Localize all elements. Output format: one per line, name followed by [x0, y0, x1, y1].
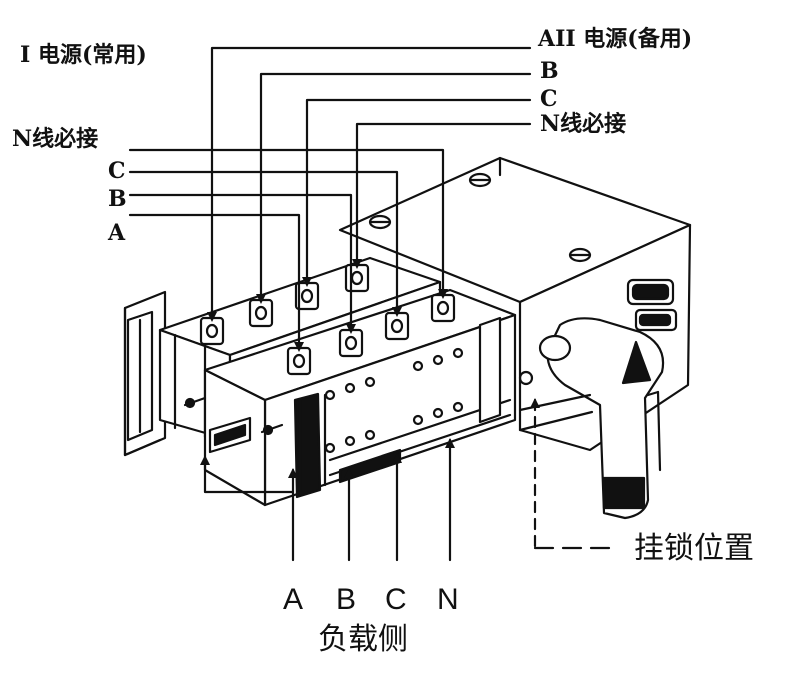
label-source1: I 电源(常用) — [20, 42, 147, 68]
arrowheads — [200, 259, 540, 478]
label-load-side: 负载侧 — [318, 622, 408, 657]
operating-handle[interactable] — [518, 317, 665, 520]
label-source1-a: A — [108, 220, 126, 246]
label-source1-b: B — [108, 186, 127, 212]
label-lock-position: 挂锁位置 — [634, 531, 754, 566]
label-load-a: A — [283, 583, 304, 616]
label-source2-n: N线必接 — [540, 111, 627, 137]
label-source2-c: C — [540, 86, 558, 112]
label-load-c: C — [385, 583, 407, 616]
leader-lines-load — [203, 438, 452, 562]
label-source2: AII 电源(备用) — [538, 26, 693, 52]
leader-lines-source2 — [210, 46, 532, 320]
label-source1-c: C — [108, 158, 126, 184]
label-load-b: B — [336, 583, 357, 616]
lock-position-leader — [533, 398, 614, 550]
label-source1-n: N线必接 — [12, 126, 99, 152]
label-source2-b: B — [540, 58, 559, 84]
mounting-bracket — [123, 290, 167, 457]
leader-lines-source1 — [128, 148, 445, 350]
label-load-n: N — [437, 583, 459, 616]
